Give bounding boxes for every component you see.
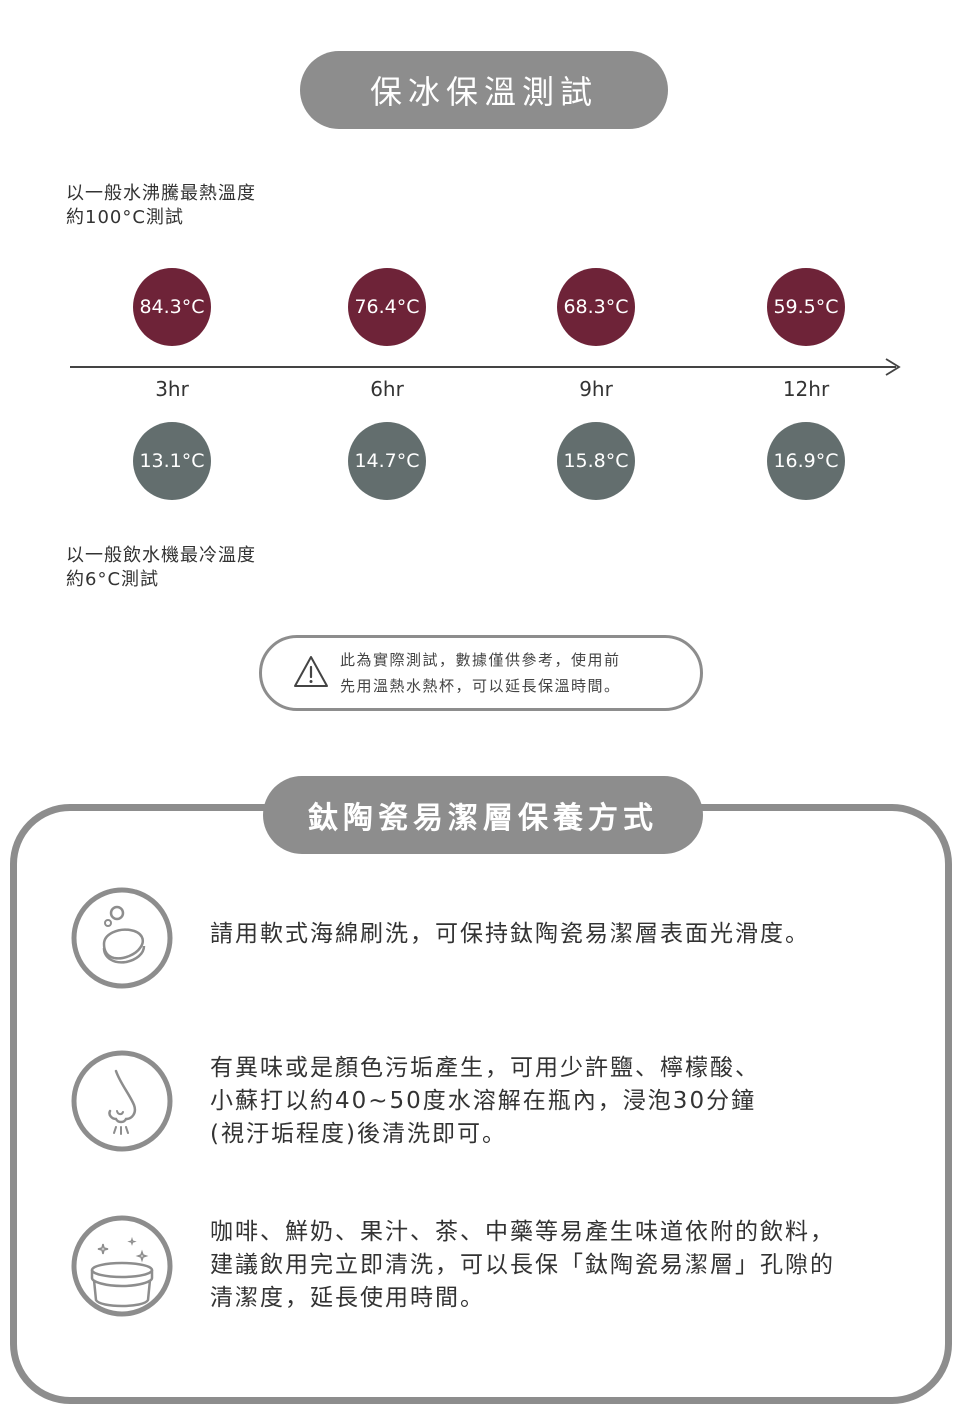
cold-note-line2: 約6°C測試 bbox=[66, 569, 160, 590]
notice-line2: 先用溫熱水熱杯，可以延長保溫時間。 bbox=[340, 677, 621, 695]
care-item-3-line3: 清潔度，延長使用時間。 bbox=[210, 1285, 485, 1311]
tick-label-3hr: 3hr bbox=[155, 377, 189, 401]
hot-temp-6hr: 76.4°C bbox=[348, 268, 426, 346]
notice-line1: 此為實際測試，數據僅供參考，使用前 bbox=[340, 651, 621, 669]
hot-temp-3hr: 84.3°C bbox=[133, 268, 211, 346]
section-title-text: 保冰保溫測試 bbox=[369, 73, 598, 111]
hot-temp-value: 84.3°C bbox=[139, 296, 205, 318]
cold-temp-value: 16.9°C bbox=[773, 450, 839, 472]
notice-box bbox=[259, 635, 703, 711]
care-section-title: 鈦陶瓷易潔層保養方式 bbox=[263, 776, 703, 854]
care-item-2-text: 有異味或是顏色污垢產生，可用少許鹽、檸檬酸、 小蘇打以約40~50度水溶解在瓶內… bbox=[210, 1052, 910, 1151]
timeline-axis bbox=[70, 366, 896, 368]
tick-label-12hr: 12hr bbox=[782, 377, 830, 401]
hot-note-line2: 約100°C測試 bbox=[66, 207, 184, 228]
care-item-1-text: 請用軟式海綿刷洗，可保持鈦陶瓷易潔層表面光滑度。 bbox=[210, 918, 910, 951]
cold-temp-3hr: 13.1°C bbox=[133, 422, 211, 500]
clean-jar-icon bbox=[71, 1215, 173, 1317]
hot-temp-value: 76.4°C bbox=[354, 296, 420, 318]
cold-temp-6hr: 14.7°C bbox=[348, 422, 426, 500]
hot-temp-value: 68.3°C bbox=[563, 296, 629, 318]
cold-temp-value: 14.7°C bbox=[354, 450, 420, 472]
warning-icon bbox=[294, 656, 328, 687]
care-item-3-line2: 建議飲用完立即清洗，可以長保「鈦陶瓷易潔層」孔隙的 bbox=[210, 1252, 835, 1278]
nose-smell-icon bbox=[71, 1050, 173, 1152]
tick-label-9hr: 9hr bbox=[579, 377, 613, 401]
cold-temp-value: 15.8°C bbox=[563, 450, 629, 472]
hot-temp-9hr: 68.3°C bbox=[557, 268, 635, 346]
care-item-2-line2: 小蘇打以約40~50度水溶解在瓶內，浸泡30分鐘 bbox=[210, 1088, 757, 1114]
care-item-3-line1: 咖啡、鮮奶、果汁、茶、中藥等易產生味道依附的飲料， bbox=[210, 1219, 835, 1245]
care-item-3-text: 咖啡、鮮奶、果汁、茶、中藥等易產生味道依附的飲料， 建議飲用完立即清洗，可以長保… bbox=[210, 1216, 910, 1315]
cold-temp-value: 13.1°C bbox=[139, 450, 205, 472]
care-title-text: 鈦陶瓷易潔層保養方式 bbox=[308, 801, 658, 836]
hot-test-note: 以一般水沸騰最熱溫度 約100°C測試 bbox=[66, 182, 256, 230]
care-item-2-line1: 有異味或是顏色污垢產生，可用少許鹽、檸檬酸、 bbox=[210, 1055, 760, 1081]
hot-note-line1: 以一般水沸騰最熱溫度 bbox=[66, 183, 256, 204]
care-item-1-line1: 請用軟式海綿刷洗，可保持鈦陶瓷易潔層表面光滑度。 bbox=[210, 921, 810, 947]
notice-text: 此為實際測試，數據僅供參考，使用前 先用溫熱水熱杯，可以延長保溫時間。 bbox=[340, 647, 621, 699]
cold-temp-9hr: 15.8°C bbox=[557, 422, 635, 500]
hot-temp-value: 59.5°C bbox=[773, 296, 839, 318]
axis-arrow-icon bbox=[885, 358, 901, 376]
tick-label-6hr: 6hr bbox=[370, 377, 404, 401]
cold-note-line1: 以一般飲水機最冷溫度 bbox=[66, 545, 256, 566]
hot-temp-12hr: 59.5°C bbox=[767, 268, 845, 346]
cold-temp-12hr: 16.9°C bbox=[767, 422, 845, 500]
sponge-icon bbox=[71, 887, 173, 989]
cold-test-note: 以一般飲水機最冷溫度 約6°C測試 bbox=[66, 544, 256, 592]
section-title-insulation-test: 保冰保溫測試 bbox=[300, 51, 668, 129]
care-item-2-line3: (視汙垢程度)後清洗即可。 bbox=[210, 1121, 507, 1147]
